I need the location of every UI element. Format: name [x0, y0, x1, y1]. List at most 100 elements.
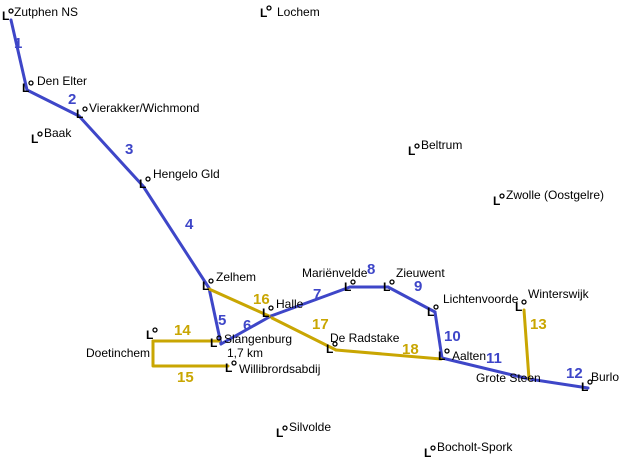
route-number-17: 17: [312, 316, 329, 333]
route-segment-4: [141, 184, 211, 290]
place-label: Zelhem: [216, 270, 256, 284]
place-marker-icon: L: [493, 194, 500, 208]
place-marker-ring-icon: [499, 193, 505, 199]
place-marker-icon: L: [139, 177, 146, 191]
place-marker-icon: L: [202, 279, 209, 293]
place-de-radstake: LDe Radstake: [326, 331, 400, 356]
place-label: Grote Steen: [476, 371, 541, 385]
place-marker-ring-icon: [282, 425, 288, 431]
place-marker-icon: L: [515, 300, 522, 314]
route-number-13: 13: [530, 316, 547, 333]
place-label: Aalten: [452, 349, 486, 363]
route-number-7: 7: [313, 286, 321, 303]
place-marker-ring-icon: [266, 5, 272, 11]
place-aalten: L Aalten: [438, 348, 486, 363]
place-baak: L Baak: [31, 126, 72, 146]
place-marker-ring-icon: [216, 335, 222, 341]
place-beltrum: L Beltrum: [408, 138, 462, 158]
route-segment-7: [269, 285, 352, 318]
place-marker-ring-icon: [8, 8, 14, 14]
place-marker-ring-icon: [231, 360, 237, 366]
place-marker-ring-icon: [414, 143, 420, 149]
place-label: Slangenburg: [224, 332, 292, 346]
place-marker-icon: L: [581, 380, 588, 394]
place-label: Vierakker/Wichmond: [89, 101, 199, 115]
route-number-12: 12: [566, 365, 583, 382]
place-label: Halle: [276, 297, 304, 311]
place-label: Bocholt-Spork: [437, 440, 513, 454]
route-number-14: 14: [174, 322, 191, 339]
place-label: Burlo: [591, 370, 619, 384]
place-marker-ring-icon: [28, 80, 34, 86]
place-vierakker-wichmond: L Vierakker/Wichmond: [76, 101, 199, 121]
place-marker-icon: L: [427, 305, 434, 319]
place-grote-steen: Grote Steen: [476, 371, 541, 385]
place-label: Doetinchem: [86, 346, 150, 360]
route-segment-11: [440, 356, 531, 381]
route-segment-6: [219, 314, 273, 346]
place-marker-icon: L: [31, 132, 38, 146]
route-segment-15: [151, 339, 230, 368]
place-label: Zieuwent: [396, 266, 445, 280]
place-marker-icon: L: [76, 107, 83, 121]
place-marker-icon: L: [438, 349, 445, 363]
place-marker-ring-icon: [430, 445, 436, 451]
place-label: Silvolde: [289, 420, 331, 434]
place-label: De Radstake: [330, 331, 400, 345]
place-label: Baak: [44, 126, 72, 140]
place-marker-ring-icon: [350, 279, 356, 285]
place-marker-ring-icon: [587, 379, 593, 385]
place-label: Beltrum: [421, 138, 462, 152]
route-segment-18: [334, 348, 443, 361]
place-marker-ring-icon: [268, 305, 274, 311]
place-marker-icon: L: [408, 144, 415, 158]
place-label: Hengelo Gld: [153, 167, 220, 181]
route-number-2: 2: [68, 91, 76, 108]
route-number-9: 9: [414, 278, 422, 295]
place-marker-icon: L: [22, 81, 29, 95]
route-number-10: 10: [444, 328, 461, 345]
place-marker-ring-icon: [389, 279, 395, 285]
route-number-1: 1: [14, 35, 22, 52]
route-segment-13: [522, 308, 531, 381]
route-number-15: 15: [177, 369, 194, 386]
route-number-11: 11: [486, 350, 502, 367]
note-1-7-km: 1,7 km: [227, 346, 263, 360]
place-marker-icon: L: [2, 9, 9, 23]
route-number-4: 4: [185, 216, 194, 233]
place-marker-icon: L: [210, 336, 217, 350]
place-zutphen-ns: L Zutphen NS: [2, 5, 78, 23]
place-marker-ring-icon: [152, 327, 158, 333]
route-segment-2: [25, 88, 81, 118]
place-label: Zutphen NS: [14, 5, 78, 19]
place-marker-icon: L: [225, 361, 232, 375]
place-zelhem: L Zelhem: [202, 270, 256, 293]
place-marker-ring-icon: [37, 131, 43, 137]
route-segment-5: [207, 286, 223, 346]
route-number-16: 16: [253, 291, 270, 308]
place-marker-ring-icon: [521, 299, 527, 305]
route-segment-1: [9, 18, 29, 92]
place-label: Mariënvelde: [302, 266, 368, 280]
route-segment-3: [77, 114, 145, 188]
route-number-18: 18: [402, 341, 419, 358]
place-marker-ring-icon: [145, 176, 151, 182]
route-number-8: 8: [367, 261, 375, 278]
route-segment-10: [433, 310, 444, 360]
route-segment-16: [207, 287, 271, 318]
place-marker-ring-icon: [82, 106, 88, 112]
place-label: Lichtenvoorde: [443, 292, 519, 306]
